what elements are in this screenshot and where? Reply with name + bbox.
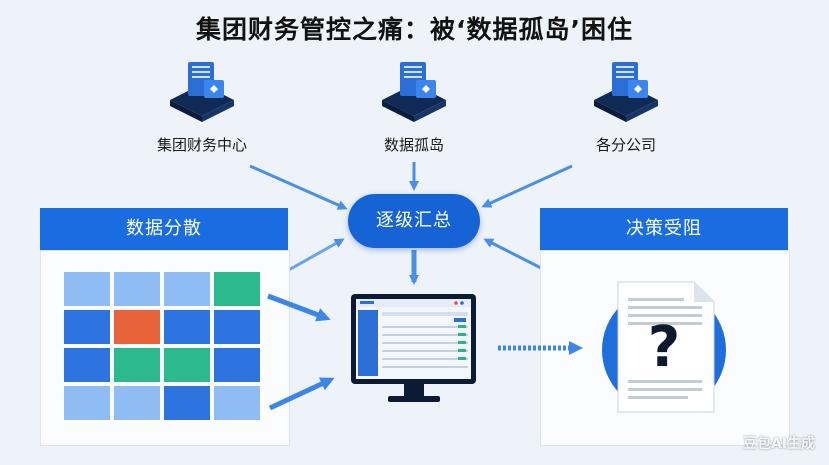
page-title: 集团财务管控之痛：被‘数据孤岛’困住 bbox=[196, 15, 633, 44]
grid-cell-dark bbox=[64, 310, 110, 344]
monitor-icon bbox=[351, 294, 476, 402]
grid-cell-light bbox=[114, 272, 160, 306]
grid-cell-green bbox=[214, 272, 260, 306]
server-icon-finance-center bbox=[170, 62, 234, 122]
grid-cell-light bbox=[64, 386, 110, 420]
grid-cell-dark bbox=[214, 310, 260, 344]
arrow-branches-to-hub bbox=[481, 164, 573, 208]
data-grid bbox=[64, 272, 260, 420]
grid-cell-dark bbox=[214, 348, 260, 382]
arrow-finance-to-hub bbox=[249, 164, 348, 210]
node-label-data-island: 数据孤岛 bbox=[383, 136, 444, 154]
node-label-branches: 各分公司 bbox=[595, 136, 656, 154]
grid-cell-light bbox=[114, 386, 160, 420]
grid-cell-dark bbox=[164, 310, 210, 344]
hub-aggregation: 逐级汇总 bbox=[348, 194, 480, 248]
watermark: 豆包AI生成 bbox=[742, 436, 815, 452]
grid-cell-orange bbox=[114, 310, 160, 344]
grid-cell-light bbox=[64, 272, 110, 306]
grid-cell-dark bbox=[164, 386, 210, 420]
grid-cell-green bbox=[114, 348, 160, 382]
server-icon-data-island bbox=[382, 62, 446, 122]
grid-cell-green bbox=[164, 348, 210, 382]
section-header-data-scattered: 数据分散 bbox=[40, 208, 288, 250]
document-icon bbox=[602, 281, 726, 413]
node-label-finance-center: 集团财务中心 bbox=[156, 136, 247, 154]
arrow-grid-to-monitor-lower bbox=[268, 377, 335, 411]
arrow-grid-to-monitor-upper bbox=[267, 293, 331, 322]
section-header-decision-blocked: 决策受阻 bbox=[540, 208, 788, 250]
question-icon: ? bbox=[647, 315, 681, 380]
grid-cell-light bbox=[164, 272, 210, 306]
grid-cell-dark bbox=[64, 348, 110, 382]
server-icon-branches bbox=[594, 62, 658, 122]
grid-cell-light bbox=[214, 386, 260, 420]
